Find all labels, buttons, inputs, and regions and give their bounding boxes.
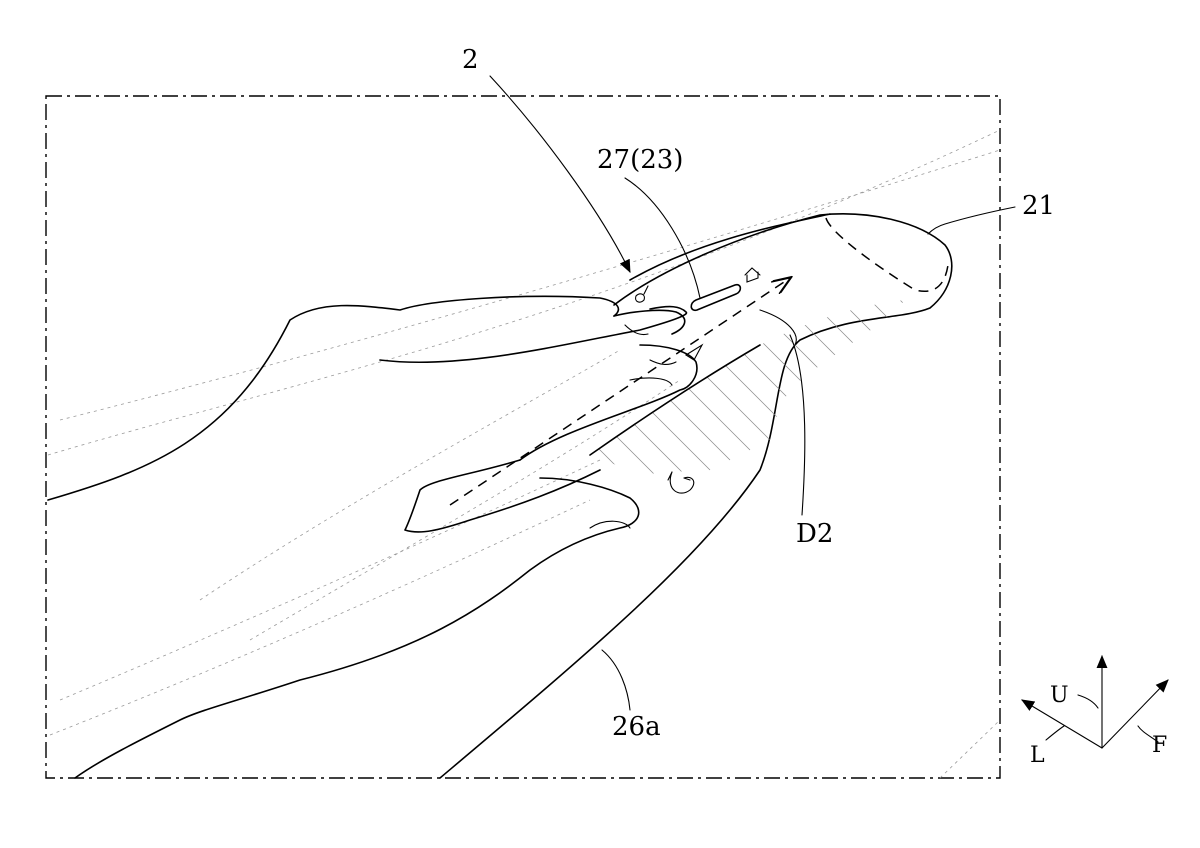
axis-label-up: U <box>1050 683 1069 708</box>
side-hatching <box>590 300 905 475</box>
label-direction: D2 <box>796 519 833 549</box>
hand <box>47 295 698 779</box>
label-top-part: 21 <box>1022 191 1055 221</box>
axis-label-front: F <box>1152 733 1167 758</box>
label-touch-area: 27(23) <box>597 145 683 175</box>
ghost-lines <box>47 129 1001 779</box>
direction-arrow-d2 <box>449 278 790 506</box>
figure-frame <box>45 95 1001 779</box>
label-device: 2 <box>462 45 479 75</box>
device-body <box>439 213 953 779</box>
orientation-axes <box>1021 654 1169 749</box>
leader-lines <box>489 75 1016 711</box>
label-side-surface: 26a <box>612 712 661 742</box>
axis-label-left: L <box>1030 743 1045 768</box>
